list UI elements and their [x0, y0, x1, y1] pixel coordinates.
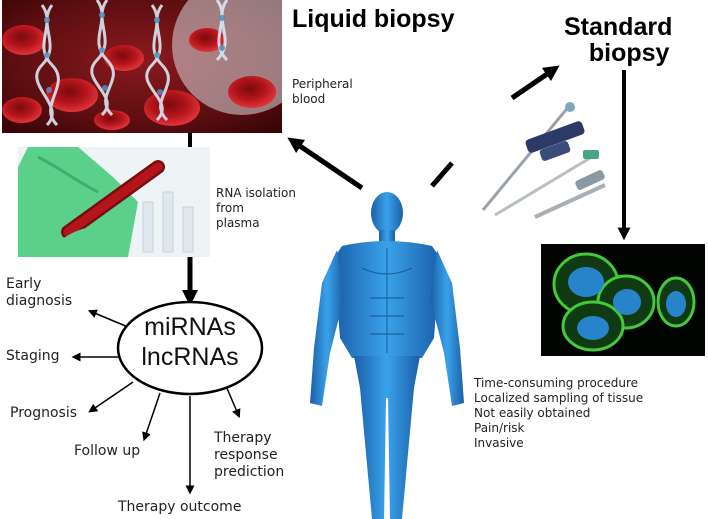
- blood-label-line-1: Peripheral: [292, 77, 353, 91]
- therapy-response-line-2: response: [214, 447, 278, 463]
- early-line-2: diagnosis: [6, 293, 73, 309]
- drawback-item: Not easily obtained: [474, 406, 591, 420]
- rna-label-line-1: RNA isolation: [216, 186, 296, 200]
- therapy-response-line-1: Therapy: [214, 430, 272, 446]
- standard-title-line-1: Standard: [564, 13, 673, 41]
- rna-ellipse: [116, 300, 264, 396]
- standard-biopsy-drawbacks: Time-consuming procedure Localized sampl…: [474, 376, 643, 451]
- blood-cells-image: [2, 0, 282, 133]
- therapy-outcome-label: Therapy outcome: [118, 499, 242, 515]
- standard-biopsy-title: Standard biopsy: [564, 14, 672, 67]
- arrow-body-to-liquid: [287, 137, 364, 191]
- rna-types: miRNAs lncRNAs: [118, 312, 262, 372]
- standard-title-line-2: biopsy: [588, 39, 670, 68]
- drawback-item: Time-consuming procedure: [474, 376, 639, 390]
- follow-up-label: Follow up: [74, 443, 141, 459]
- early-diagnosis-label: Early diagnosis: [6, 276, 72, 310]
- arrow-follow-up: [142, 392, 161, 442]
- liquid-biopsy-title: Liquid biopsy: [292, 5, 455, 33]
- drawback-item: Invasive: [474, 436, 524, 450]
- prognosis-label: Prognosis: [10, 405, 78, 421]
- peripheral-blood-label: Peripheral blood: [292, 77, 353, 107]
- lncrnas-label: lncRNAs: [141, 343, 239, 371]
- arrow-body-to-standard: [510, 65, 560, 101]
- blood-tube-image: [18, 147, 210, 257]
- arrow-prognosis: [88, 381, 134, 413]
- mirnas-label: miRNAs: [144, 313, 236, 341]
- blood-label-line-2: blood: [292, 92, 326, 106]
- arrow-therapy-response: [225, 385, 241, 419]
- arrow-body-to-standard-base: [430, 161, 454, 188]
- biopsy-needles-image: [481, 102, 606, 219]
- tissue-microscopy-image: [541, 244, 705, 356]
- arrow-early-diagnosis: [87, 309, 129, 328]
- rna-isolation-label: RNA isolation from plasma: [216, 186, 296, 231]
- therapy-response-label: Therapy response prediction: [214, 430, 284, 481]
- rna-label-line-2: from: [216, 201, 244, 215]
- drawback-item: Pain/risk: [474, 421, 525, 435]
- human-body-figure: [310, 192, 464, 519]
- therapy-response-line-3: prediction: [214, 464, 285, 480]
- early-line-1: Early: [6, 276, 42, 292]
- staging-label: Staging: [6, 348, 60, 364]
- drawback-item: Localized sampling of tissue: [474, 391, 644, 405]
- rna-label-line-3: plasma: [216, 216, 260, 230]
